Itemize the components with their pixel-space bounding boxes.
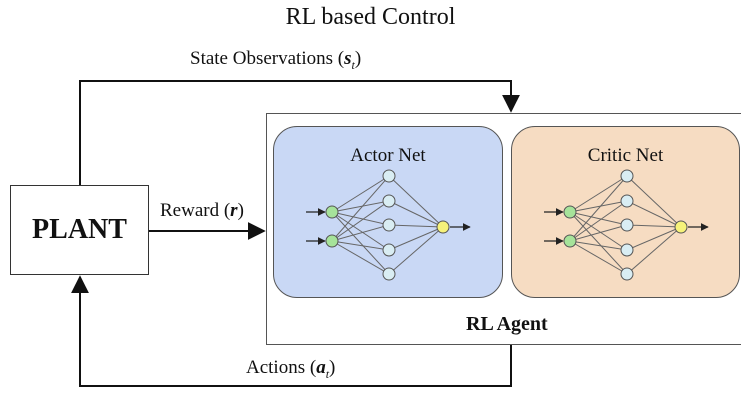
actor-net-title: Actor Net bbox=[350, 145, 426, 166]
critic-net-edge bbox=[569, 211, 628, 226]
actor-net-edge bbox=[388, 224, 444, 228]
state-observation-arrow bbox=[79, 80, 520, 185]
critic-net-edge bbox=[569, 200, 628, 213]
critic-net-edge bbox=[569, 211, 628, 251]
actor-net-edge bbox=[331, 211, 390, 275]
actor-net-edge bbox=[388, 226, 444, 251]
critic-net-output-node bbox=[674, 220, 688, 234]
actor-net-edge bbox=[331, 240, 390, 275]
actor-net-hidden-node bbox=[382, 218, 396, 232]
actor-net-edge bbox=[331, 175, 390, 213]
critic-net-edge bbox=[569, 211, 628, 275]
actor-net-edge bbox=[331, 175, 390, 242]
actor-net-edge bbox=[388, 175, 444, 228]
actor-net-edge bbox=[388, 226, 444, 275]
actor-net-input-node bbox=[325, 234, 339, 248]
critic-net-edge bbox=[626, 226, 682, 275]
critic-net-edge bbox=[569, 240, 628, 251]
actor-net-edge bbox=[331, 200, 390, 242]
reward-label: Reward (r) bbox=[160, 200, 244, 221]
critic-net-edge bbox=[626, 200, 682, 228]
critic-net-edge bbox=[626, 226, 682, 251]
actor-net-edge bbox=[331, 224, 390, 242]
critic-net-edge bbox=[569, 175, 628, 213]
actor-net-hidden-node bbox=[382, 243, 396, 257]
critic-net-hidden-node bbox=[620, 169, 634, 183]
action-arrow bbox=[71, 275, 512, 387]
critic-net-input-node bbox=[563, 205, 577, 219]
state-observations-label: State Observations (st) bbox=[190, 48, 362, 72]
plant-label: PLANT bbox=[32, 214, 127, 245]
actor-net-hidden-node bbox=[382, 169, 396, 183]
actor-net-edge bbox=[331, 240, 390, 251]
critic-net-hidden-node bbox=[620, 194, 634, 208]
critic-net-edge bbox=[626, 224, 682, 228]
critic-net-edge bbox=[569, 224, 628, 242]
actor-net-hidden-node bbox=[382, 267, 396, 281]
critic-net-edge bbox=[569, 175, 628, 242]
actor-net-edge bbox=[331, 211, 390, 251]
critic-net-hidden-node bbox=[620, 218, 634, 232]
plant-box: PLANT bbox=[10, 185, 149, 275]
actor-net-output-node bbox=[436, 220, 450, 234]
diagram-title: RL based Control bbox=[285, 4, 456, 30]
actions-label: Actions (at) bbox=[246, 357, 336, 381]
rl-agent-label: RL Agent bbox=[466, 313, 548, 335]
critic-net-title: Critic Net bbox=[587, 145, 664, 166]
critic-net-hidden-node bbox=[620, 267, 634, 281]
critic-net-edge bbox=[569, 240, 628, 275]
critic-net-edge bbox=[626, 175, 682, 228]
critic-net-hidden-node bbox=[620, 243, 634, 257]
actor-net-edge bbox=[331, 211, 390, 226]
actor-net-edge bbox=[331, 200, 390, 213]
actor-net-edge bbox=[388, 200, 444, 228]
critic-net-edge bbox=[569, 200, 628, 242]
critic-net-input-node bbox=[563, 234, 577, 248]
actor-net-input-node bbox=[325, 205, 339, 219]
actor-net-hidden-node bbox=[382, 194, 396, 208]
